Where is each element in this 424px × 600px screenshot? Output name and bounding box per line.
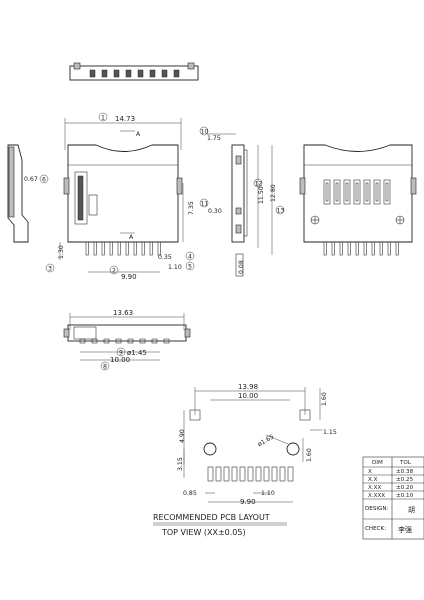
front-view-pins — [85, 241, 161, 256]
tol-head-tol: TOL — [399, 460, 412, 466]
balloon-12: 12 — [255, 181, 263, 188]
design-label: DESIGN: — [365, 506, 389, 512]
tol-row-1-tol: ±0.38 — [396, 469, 414, 475]
top-edge-pins — [89, 69, 180, 78]
pcb-pads — [207, 466, 294, 482]
balloon-9: 9 — [119, 350, 123, 357]
dim-pcb-0-85: 0.85 — [183, 490, 197, 497]
tol-row-2-tol: ±0.25 — [396, 477, 414, 483]
balloon-13: 13 — [277, 208, 285, 215]
dim-pcb-1-10: 1.10 — [261, 490, 275, 497]
dim-pcb-4-90: 4.90 — [179, 429, 186, 443]
top-edge-view — [69, 62, 199, 81]
dim-side-0-08: 0.08 — [238, 260, 245, 274]
dim-pcb-1-60b: 1.60 — [306, 448, 313, 462]
balloon-8: 8 — [103, 364, 107, 371]
balloon-1: 1 — [101, 115, 105, 122]
dim-front-0-67: 0.67 — [24, 176, 38, 183]
tol-row-2-dim: X.X — [368, 477, 378, 483]
balloon-5: 5 — [188, 264, 192, 271]
dim-bot-10-00: 10.00 — [110, 356, 130, 364]
balloon-4: 4 — [188, 254, 192, 261]
dim-side-0-30: 0.30 — [208, 208, 222, 215]
dim-bot-1-45: ø1.45 — [127, 349, 147, 357]
tol-row-3-dim: X.XX — [368, 485, 381, 491]
balloon-10: 10 — [201, 129, 209, 136]
pcb-view-title: TOP VIEW (XX±0.05) — [161, 528, 246, 537]
rear-view-pins — [323, 241, 399, 256]
bottom-view-pins — [79, 338, 170, 344]
pcb-layout-title: RECOMMENDED PCB LAYOUT — [153, 513, 270, 522]
front-view: 1 14.73 A A 7.35 — [45, 112, 195, 281]
dim-pcb-1-15: 1.15 — [323, 429, 337, 436]
check-label: CHECK: — [365, 526, 386, 532]
left-side-view: 0.67 6 — [7, 144, 49, 243]
rear-view-contacts — [323, 179, 391, 205]
tol-head-dim: DIM — [372, 460, 383, 466]
design-value: 胡 — [408, 505, 415, 514]
balloon-11: 11 — [201, 201, 209, 208]
rear-view — [299, 144, 417, 256]
side-view: 10 1.75 12 11.50 12.80 13 11 0.30 0.08 — [199, 126, 285, 277]
balloon-2: 2 — [112, 268, 116, 275]
section-mark-top: A — [136, 131, 141, 138]
bottom-view: 13.63 9 ø1.45 10.00 8 — [63, 309, 191, 371]
tol-row-3-tol: ±0.20 — [396, 485, 414, 491]
section-mark-bottom: A — [129, 234, 134, 241]
balloon-6: 6 — [42, 177, 46, 184]
tol-row-4-tol: ±0.10 — [396, 493, 414, 499]
pcb-layout: 13.98 10.00 1.60 1.15 4.90 ø1.65 1.60 3.… — [153, 383, 337, 537]
dim-side-11-50: 11.50 — [258, 186, 265, 204]
dim-front-0-35: 0.35 — [158, 254, 172, 261]
dim-pcb-10-00: 10.00 — [238, 392, 258, 400]
dim-pcb-3-15: 3.15 — [177, 457, 184, 471]
dim-side-1-75: 1.75 — [207, 135, 221, 142]
dim-pcb-1-60a: 1.60 — [321, 392, 328, 406]
check-value: 李强 — [398, 525, 412, 534]
dim-pcb-9-90: 9.90 — [240, 498, 256, 506]
tol-row-1-dim: X — [368, 469, 372, 475]
dim-front-1-30: 1.30 — [58, 245, 65, 259]
dim-front-9-90: 9.90 — [121, 273, 137, 281]
balloon-3: 3 — [48, 266, 52, 273]
dim-side-12-80: 12.80 — [270, 184, 277, 202]
dim-front-1-10: 1.10 — [168, 264, 182, 271]
tol-row-4-dim: X.XXX — [368, 493, 385, 499]
dim-7-35: 7.35 — [188, 201, 195, 215]
dim-bot-13-63: 13.63 — [113, 309, 133, 317]
tolerance-table: DIM TOL X ±0.38 X.X ±0.25 X.XX ±0.20 X.X… — [362, 456, 424, 540]
dim-top-width: 14.73 — [115, 115, 135, 123]
dim-pcb-13-98: 13.98 — [238, 383, 258, 391]
dim-pcb-phi: ø1.65 — [257, 433, 276, 448]
